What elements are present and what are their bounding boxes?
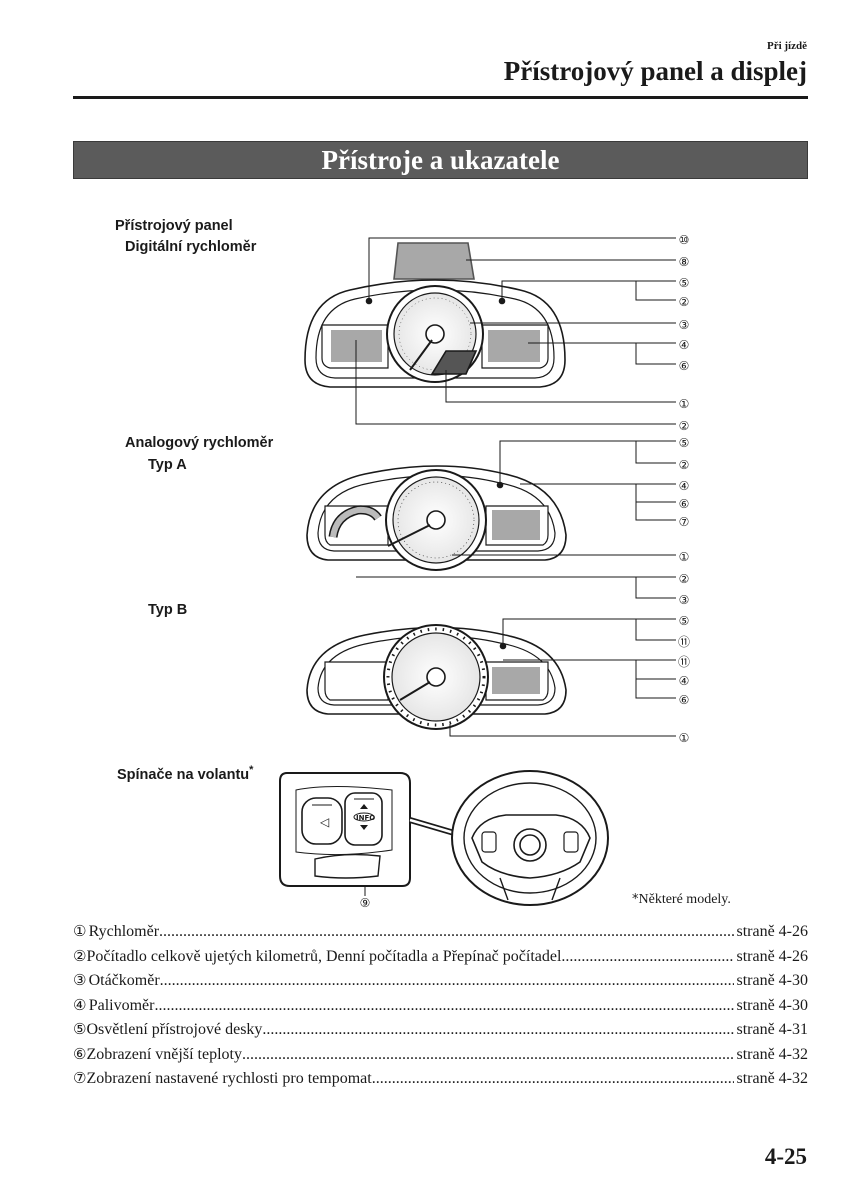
callout-number: ⑨ [360, 896, 371, 910]
callout-number: ③ [679, 318, 690, 332]
callout-number: ③ [679, 593, 690, 607]
legend-label: Palivoměr [89, 997, 155, 1015]
leader-dots [154, 997, 734, 1015]
leader-dots [262, 1021, 734, 1039]
legend-number: ④ [73, 996, 89, 1014]
callout-number: ⑥ [679, 359, 690, 373]
callout-number: ② [679, 419, 690, 433]
legend-page-ref: straně 4-31 [734, 1021, 808, 1039]
legend-label: Zobrazení vnější teploty [86, 1046, 242, 1064]
callout-number: ② [679, 572, 690, 586]
type-b-cluster [307, 625, 566, 729]
type-a-right-display [492, 510, 540, 540]
callout-number: ② [679, 295, 690, 309]
footnote-text: Některé modely. [639, 892, 731, 907]
digital-cluster [305, 243, 565, 387]
callout-number: ② [679, 458, 690, 472]
voice-switch [315, 855, 380, 878]
callout-number: ⑤ [679, 276, 690, 290]
callout-number: ⑤ [679, 436, 690, 450]
volume-icon: ◁ [319, 815, 329, 829]
legend-number: ⑦ [73, 1069, 86, 1087]
leader-dots [372, 1070, 735, 1088]
legend-number: ③ [73, 971, 89, 989]
legend-number: ① [73, 922, 89, 940]
type-a-cluster [307, 466, 566, 570]
legend-label: Zobrazení nastavené rychlosti pro tempom… [86, 1070, 371, 1088]
leader-dots [159, 923, 734, 941]
legend-label: Otáčkoměr [89, 972, 160, 990]
callout-number: ④ [679, 674, 690, 688]
legend-page-ref: straně 4-30 [734, 972, 808, 990]
info-button-text: INFO [356, 814, 375, 822]
callout-number: ⑤ [679, 614, 690, 628]
callout-number: ① [679, 397, 690, 411]
steering-wheel [452, 771, 608, 905]
callout-number: ④ [679, 479, 690, 493]
page-number: 4-25 [765, 1144, 807, 1170]
legend-page-ref: straně 4-30 [734, 997, 808, 1015]
callout-number: ⑦ [679, 515, 690, 529]
footnote: *Některé modely. [632, 892, 731, 908]
callout-number: ⑥ [679, 693, 690, 707]
callout-number: ⑩ [679, 233, 690, 247]
leader-dots [160, 972, 735, 990]
legend-page-ref: straně 4-26 [734, 923, 808, 941]
legend-label: Osvětlení přístrojové desky [86, 1021, 262, 1039]
callout-number: ① [679, 550, 690, 564]
legend-number: ⑤ [73, 1020, 86, 1038]
legend-number: ② [73, 947, 86, 965]
leader-dots [242, 1046, 735, 1064]
right-display [488, 330, 540, 362]
type-b-right-display [492, 667, 540, 694]
head-up-display [394, 243, 474, 279]
legend-label: Počítadlo celkově ujetých kilometrů, Den… [86, 948, 561, 966]
callout-number: ⑪ [678, 655, 690, 669]
legend-number: ⑥ [73, 1045, 86, 1063]
callout-number: ⑥ [679, 497, 690, 511]
callout-number: ⑧ [679, 255, 690, 269]
callout-number: ⑪ [678, 635, 690, 649]
leader-dots [561, 948, 734, 966]
legend-page-ref: straně 4-26 [734, 948, 808, 966]
callout-number: ④ [679, 338, 690, 352]
legend-page-ref: straně 4-32 [734, 1070, 808, 1088]
callout-number: ① [679, 731, 690, 745]
legend-page-ref: straně 4-32 [734, 1046, 808, 1064]
legend-label: Rychloměr [89, 923, 159, 941]
steering-switch-panel: ◁ INFO [280, 773, 478, 896]
